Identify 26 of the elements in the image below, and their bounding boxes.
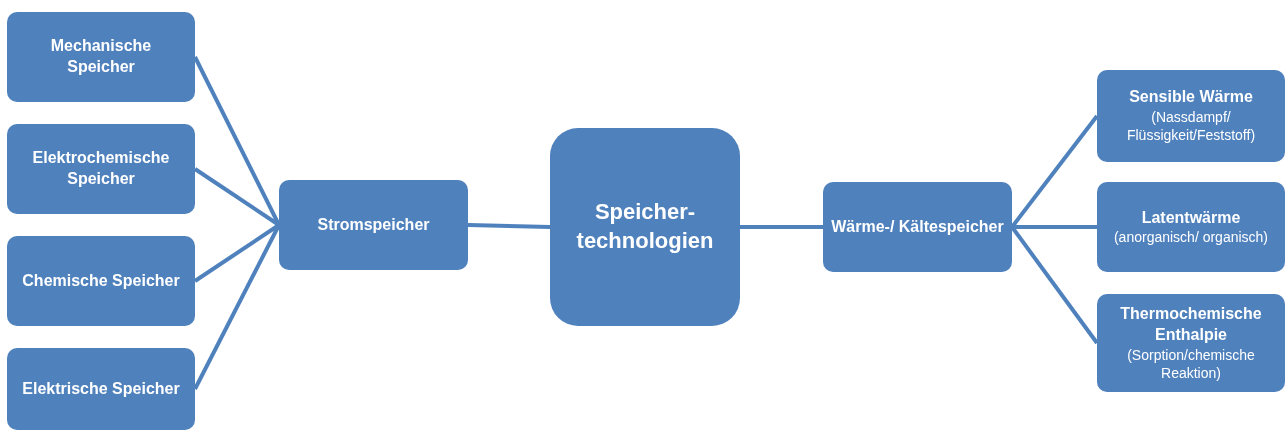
box-title: Speicher- technologien (576, 198, 714, 255)
box-title: Thermochemische Enthalpie (1119, 304, 1263, 345)
box-subtitle: (anorganisch/ organisch) (1113, 228, 1269, 247)
connector-line (1012, 225, 1097, 229)
box-title: Wärme-/ Kältespeicher (831, 216, 1004, 237)
process-box (550, 128, 740, 326)
box-title: Chemische Speicher (22, 270, 180, 291)
box-subtitle: (Sorption/chemische Reaktion) (1126, 345, 1256, 382)
connector-line (467, 223, 551, 229)
process-box (7, 12, 195, 102)
box-title: Mechanische Speicher (49, 36, 153, 77)
box-subtitle: (Nassdampf/ Flüssigkeit/Feststoff) (1125, 108, 1257, 145)
process-box (1097, 182, 1285, 272)
box-title: Stromspeicher (317, 214, 430, 235)
process-box (7, 236, 195, 326)
process-box (823, 182, 1012, 272)
box-title: Elektrochemische Speicher (31, 148, 171, 189)
process-box (7, 348, 195, 430)
connector-line (740, 225, 823, 229)
process-box (279, 180, 468, 270)
process-box (7, 124, 195, 214)
process-box (1097, 70, 1285, 162)
box-title: Sensible Wärme (1129, 87, 1253, 108)
process-box (1097, 294, 1285, 392)
box-title: Latentwärme (1141, 207, 1241, 228)
box-title: Elektrische Speicher (22, 378, 180, 399)
